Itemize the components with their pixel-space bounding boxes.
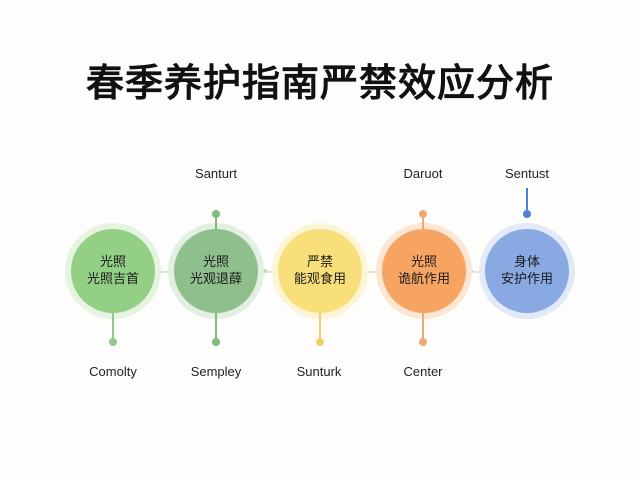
step-4-circle: 光照 诡航作用 <box>382 229 466 313</box>
step-3-circle: 严禁 能观食用 <box>278 229 362 313</box>
step-1-line2: 光照吉首 <box>86 272 139 287</box>
connector-arrow-2-3 <box>262 267 268 275</box>
connector-1-2 <box>157 271 173 273</box>
step-2-bottom-line <box>215 313 217 341</box>
step-4-line1: 光照 <box>410 255 437 270</box>
step-2-top-dot <box>212 210 220 218</box>
step-4-bottom-label: Center <box>403 364 443 379</box>
step-1-bottom-line <box>112 313 114 341</box>
connector-4-5 <box>466 271 484 273</box>
step-5-top-line <box>526 188 528 210</box>
step-5-top-label: Sentust <box>504 166 550 181</box>
step-3-line1: 严禁 <box>306 255 333 270</box>
step-4-top-line <box>422 216 424 229</box>
step-5-line2: 安护作用 <box>500 272 553 287</box>
step-5-line1: 身体 <box>513 255 540 270</box>
step-3-bottom-line <box>319 313 321 341</box>
step-4-top-dot <box>419 210 427 218</box>
step-1-bottom-label: Comolty <box>89 364 137 379</box>
step-2-top-line <box>215 216 217 229</box>
step-2-bottom-label: Sempley <box>190 364 242 379</box>
step-3-bottom-dot <box>316 338 324 346</box>
step-4-line2: 诡航作用 <box>397 272 450 287</box>
step-5-top-dot <box>523 210 531 218</box>
step-1-bottom-dot <box>109 338 117 346</box>
step-3-bottom-label: Sunturk <box>296 364 342 379</box>
step-1-line1: 光照 <box>99 255 126 270</box>
connector-2-3 <box>259 271 279 273</box>
step-2-top-label: Santurt <box>195 166 237 181</box>
step-4-top-label: Daruot <box>403 166 443 181</box>
step-2-line2: 光观退薛 <box>189 272 242 287</box>
step-2-circle: 光照 光观退薛 <box>174 229 258 313</box>
step-2-bottom-dot <box>212 338 220 346</box>
step-1-circle: 光照 光照吉首 <box>71 229 155 313</box>
page-title: 春季养护指南严禁效应分析 <box>85 61 554 105</box>
step-4-bottom-line <box>422 313 424 341</box>
connector-3-4 <box>361 271 383 273</box>
step-5-circle: 身体 安护作用 <box>485 229 569 313</box>
step-3-line2: 能观食用 <box>293 272 346 287</box>
step-4-bottom-dot <box>419 338 427 346</box>
step-2-line1: 光照 <box>202 255 229 270</box>
